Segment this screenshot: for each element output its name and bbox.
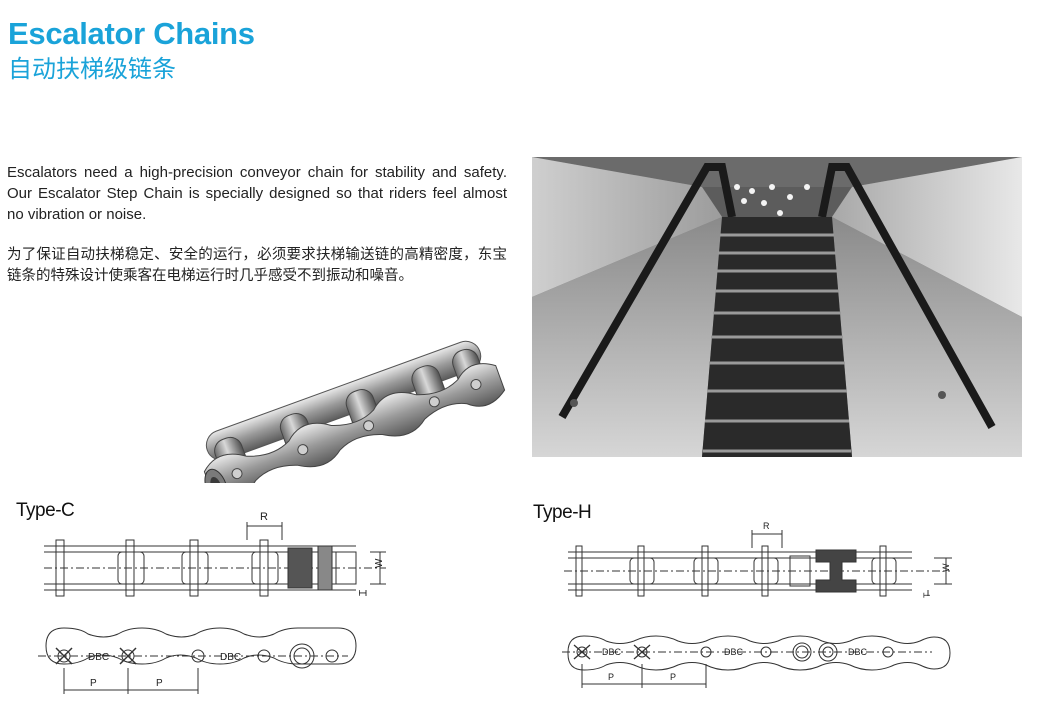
type-h-dim-dbc-3: DBC [848, 647, 868, 657]
type-h-dim-p-2: P [670, 672, 676, 682]
type-h-dim-p-1: P [608, 672, 614, 682]
page-title: Escalator Chains [8, 16, 255, 51]
type-c-label: Type-C [16, 500, 75, 521]
type-h-dim-w: W [941, 563, 951, 572]
type-c-dim-t: T [358, 590, 369, 596]
description-english: Escalators need a high-precision conveyo… [7, 164, 507, 223]
chain-product-image [203, 340, 506, 483]
type-h-dim-dbc-1: DBC [602, 647, 622, 657]
type-h-diagram: R W T DBC DBC DBC P P [562, 521, 952, 688]
type-h-label: Type-H [533, 502, 592, 523]
type-c-diagram: R W T DBC DBC P P [38, 511, 386, 694]
type-c-dim-r: R [260, 511, 268, 523]
escalator-photo [532, 157, 1022, 457]
type-h-dim-r: R [763, 521, 770, 531]
type-c-dim-dbc-1: DBC [88, 652, 109, 663]
description-chinese: 为了保证自动扶梯稳定、安全的运行，必须要求扶梯输送链的高精密度，东宝链条的特殊设… [7, 247, 507, 284]
type-c-dim-w: W [374, 558, 385, 568]
type-h-dim-t: T [922, 592, 932, 598]
page-subtitle-chinese: 自动扶梯级链条 [8, 55, 176, 83]
type-c-dim-p-1: P [90, 678, 97, 689]
type-h-dim-dbc-2: DBC [724, 647, 744, 657]
type-c-dim-dbc-2: DBC [220, 652, 241, 663]
type-c-dim-p-2: P [156, 678, 163, 689]
